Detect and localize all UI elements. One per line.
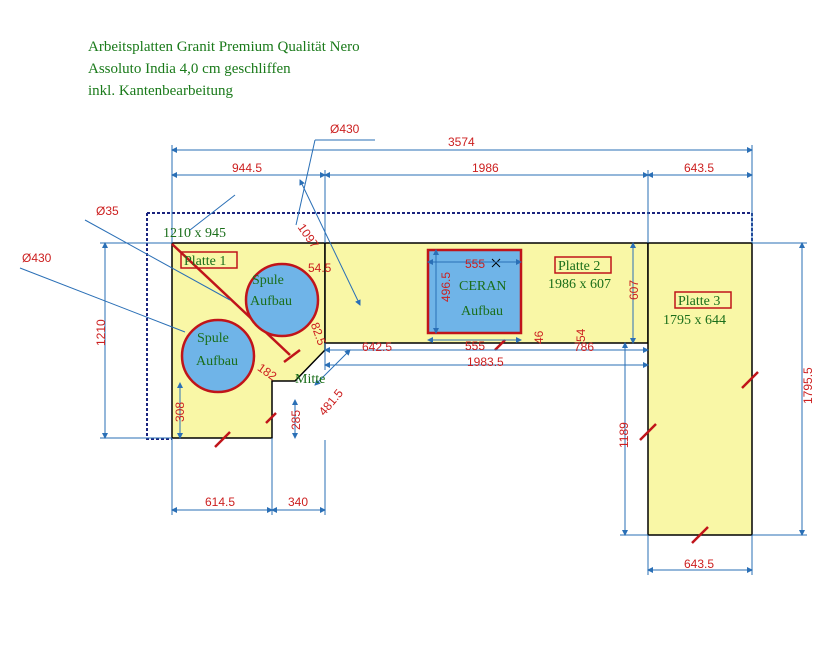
- plate-1-size: 1210 x 945: [163, 226, 226, 241]
- dim-1983-5: 1983.5: [467, 355, 504, 369]
- dim-top-3: 643.5: [684, 161, 714, 175]
- title-line-2: Assoluto India 4,0 cm geschliffen: [88, 61, 291, 77]
- title-block: Arbeitsplatten Granit Premium Qualität N…: [88, 36, 360, 102]
- seam-mark: [741, 371, 759, 389]
- dim-bottom-340: 340: [288, 495, 308, 509]
- sink-1-label-2: Aufbau: [250, 294, 292, 309]
- dim-555-bottom: 555: [465, 339, 485, 353]
- dim-left: 1210: [94, 319, 108, 346]
- dim-top-1: 944.5: [232, 161, 262, 175]
- dim-top-2: 1986: [472, 161, 499, 175]
- dim-607: 607: [627, 280, 641, 300]
- dim-total: 3574: [448, 135, 475, 149]
- plate-2-label: Platte 2: [558, 259, 600, 274]
- plate-3-size: 1795 x 644: [663, 313, 726, 328]
- seam-mark: [265, 412, 277, 424]
- miter-line: [171, 243, 291, 356]
- dim-bottom-643-5: 643.5: [684, 557, 714, 571]
- dim-46: 46: [532, 330, 546, 344]
- plate-3: [647, 242, 753, 536]
- dim-diameter-430-top: Ø430: [330, 122, 360, 136]
- seam-mark: [639, 423, 657, 441]
- dim-786: 786: [574, 340, 594, 354]
- dim-diameter-35: Ø35: [96, 204, 119, 218]
- dim-right: 1795.5: [801, 367, 815, 404]
- center-label: Mitte: [295, 372, 325, 387]
- plate-1-label: Platte 1: [184, 254, 226, 269]
- sink-2: [180, 318, 256, 394]
- dim-bottom-614-5: 614.5: [205, 495, 235, 509]
- sink-2-label-2: Aufbau: [196, 354, 238, 369]
- dim-555-top: 555: [465, 257, 485, 271]
- seam-mark: [691, 526, 709, 544]
- sink-2-label-1: Spule: [197, 331, 229, 346]
- plate-2-size: 1986 x 607: [548, 277, 611, 292]
- dim-54-5: 54.5: [308, 261, 332, 275]
- sink-1-label-1: Spule: [252, 273, 284, 288]
- title-line-3: inkl. Kantenbearbeitung: [88, 83, 233, 99]
- seam-mark: [283, 349, 301, 363]
- ceran-label-1: CERAN: [459, 279, 506, 294]
- ceran-label-2: Aufbau: [461, 304, 503, 319]
- dim-308: 308: [173, 402, 187, 422]
- dim-496-5: 496.5: [439, 272, 453, 302]
- seam-mark: [214, 431, 231, 448]
- dim-54: 54: [574, 328, 588, 342]
- plate-3-label: Platte 3: [678, 294, 720, 309]
- title-line-1: Arbeitsplatten Granit Premium Qualität N…: [88, 39, 360, 55]
- dim-285: 285: [289, 410, 303, 430]
- dim-481-5: 481.5: [316, 386, 346, 418]
- dim-642-5: 642.5: [362, 340, 392, 354]
- dim-diameter-430-left: Ø430: [22, 251, 52, 265]
- dim-1189: 1189: [617, 422, 631, 448]
